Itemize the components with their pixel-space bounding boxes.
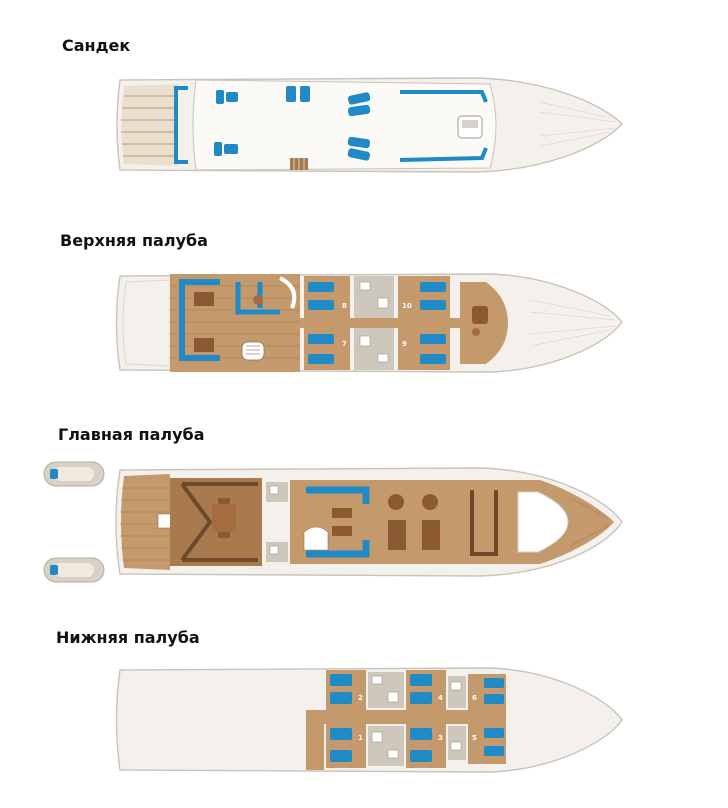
lower-deck-cabin-3[interactable]: 3: [406, 724, 446, 768]
main-deck-salon-sofa: [306, 486, 370, 558]
sundeck-fwd-sofa-top: [400, 90, 488, 103]
deck-title-lower-deck: Нижняя палуба: [56, 628, 200, 647]
sundeck-stairs: [290, 158, 308, 170]
cabin-number: 6: [472, 694, 477, 702]
upper-deck-table-2: [194, 338, 214, 352]
main-deck-coffee-table: [332, 508, 352, 518]
cabin-number: 4: [438, 694, 443, 702]
sundeck-plan: [116, 77, 623, 173]
tender-boat-top: [43, 461, 105, 487]
main-deck-day-head: [266, 482, 288, 562]
main-deck-plan: [43, 461, 623, 583]
deck-title-upper-deck: Верхняя палуба: [60, 231, 208, 250]
upper-deck-plan: 8 10 7 9: [115, 273, 623, 373]
upper-deck-table-1: [194, 292, 214, 306]
upper-deck-cabin-9[interactable]: 9: [398, 328, 450, 370]
upper-deck-bar-counter: [279, 276, 297, 309]
upper-deck-cabin-10[interactable]: 10: [398, 276, 450, 318]
upper-deck-bathroom: [354, 276, 394, 370]
cabin-number: 9: [402, 340, 407, 348]
lower-deck-cabin-1[interactable]: 1: [326, 724, 366, 768]
lower-deck-cabin-4[interactable]: 4: [406, 670, 446, 710]
sundeck-upper-platform: [192, 79, 497, 171]
main-deck-salon: [290, 480, 370, 564]
cabin-number: 5: [472, 734, 477, 742]
lower-deck-bathrooms: [368, 672, 466, 766]
main-deck-aft-teak: [121, 474, 170, 570]
deck-title-sundeck: Сандек: [62, 36, 131, 55]
main-deck-dining-tables: [388, 494, 440, 550]
main-deck-galley: [462, 480, 506, 564]
cabin-number: 7: [342, 340, 347, 348]
lower-deck-corridor: [306, 710, 506, 724]
sundeck-stern-teak: [121, 84, 178, 166]
main-deck-aft-table: [212, 504, 236, 532]
upper-deck-cabin-7[interactable]: 7: [304, 328, 350, 370]
cabin-number: 10: [402, 302, 412, 310]
lower-deck-plan: 2 4 6 1 3 5: [115, 667, 623, 773]
cabin-number: 3: [438, 734, 443, 742]
cabin-number: 2: [358, 694, 363, 702]
tender-boat-bottom: [43, 557, 105, 583]
sundeck-stern-sofa: [174, 86, 188, 164]
deck-title-main-deck: Главная палуба: [58, 425, 205, 444]
main-deck-dining: [370, 480, 462, 564]
cabin-number: 1: [358, 734, 363, 742]
upper-deck-u-sofa: [179, 279, 220, 361]
lower-deck-cabin-6[interactable]: 6: [468, 674, 506, 710]
sundeck-fwd-sofa-bottom: [399, 147, 488, 162]
lower-deck-cabin-2[interactable]: 2: [326, 670, 366, 710]
sundeck-sunloungers: [214, 86, 371, 161]
lower-deck-cabin-5[interactable]: 5: [468, 724, 506, 764]
upper-deck-stairs: [241, 341, 265, 361]
cabin-number: 8: [342, 302, 347, 310]
upper-deck-cabin-8[interactable]: 8: [304, 276, 350, 318]
